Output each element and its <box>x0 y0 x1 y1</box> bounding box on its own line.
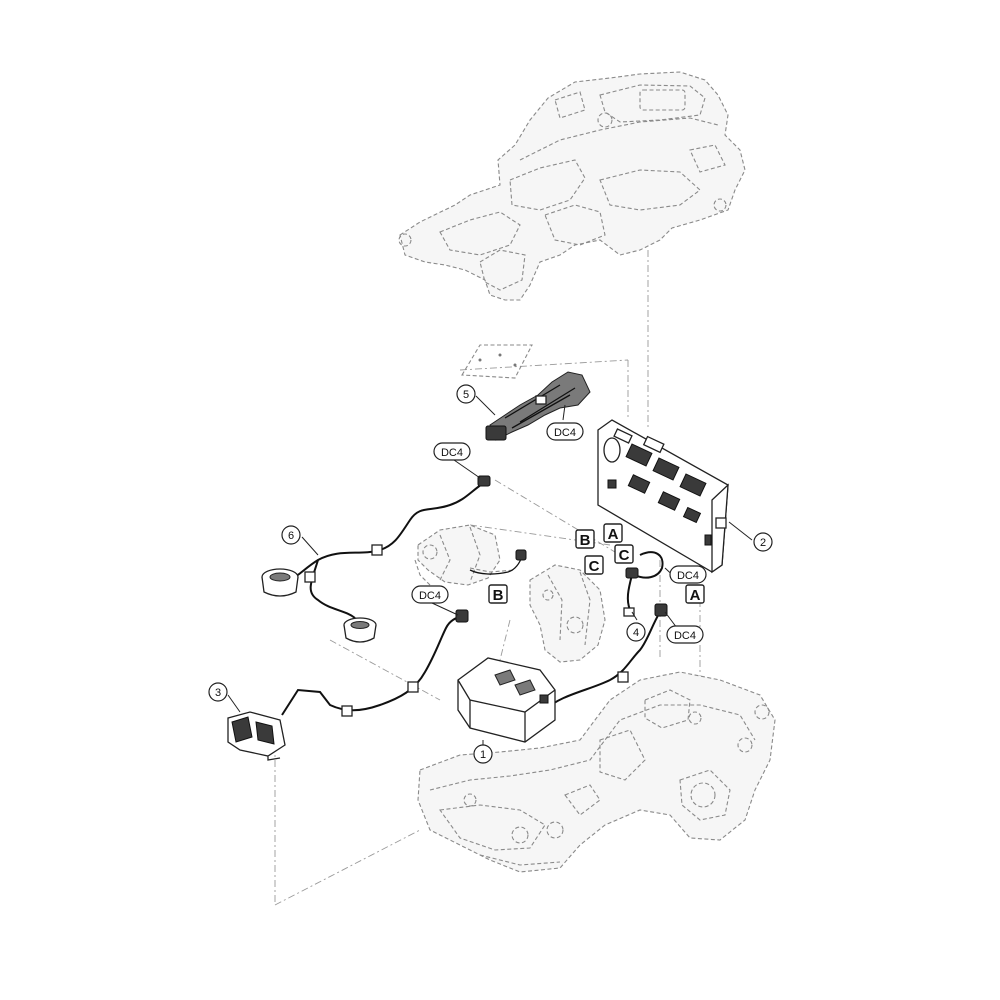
dc4-label-top-left-text: DC4 <box>441 447 463 459</box>
dc4-label-top-left: DC4 <box>433 442 471 461</box>
part-5-ribbon-assembly <box>461 344 591 441</box>
letter-c-mid-text: C <box>589 558 600 575</box>
letter-a-low-text: A <box>690 587 701 604</box>
dc4-label-ribbon: DC4 <box>546 422 584 441</box>
callout-1-text: 1 <box>480 749 486 761</box>
letter-a-board-text: A <box>608 526 619 543</box>
part-6-harness <box>261 475 491 643</box>
dc4-label-right-lower: DC4 <box>666 625 704 644</box>
callout-1: 1 <box>473 744 493 764</box>
callout-4-text: 4 <box>633 627 639 639</box>
letter-b-low-text: B <box>493 587 504 604</box>
dc4-label-right-upper-text: DC4 <box>677 570 699 582</box>
sensor-cup-upper <box>261 568 299 597</box>
dc4-label-mid-left-text: DC4 <box>419 590 441 602</box>
letter-b-board: B <box>575 529 595 549</box>
callout-6-text: 6 <box>288 530 294 542</box>
part-1-battery <box>457 657 556 743</box>
letter-c-board: C <box>614 544 634 564</box>
letter-a-board: A <box>603 523 623 543</box>
base-chassis-ghost <box>417 671 776 873</box>
letter-b-low: B <box>488 584 508 604</box>
battery-to-board-cable <box>544 603 668 711</box>
callout-5-text: 5 <box>463 389 469 401</box>
motor-ghost-center <box>529 564 606 663</box>
callout-6: 6 <box>281 525 301 545</box>
part-4-loop-cable <box>623 551 664 617</box>
top-cover-ghost <box>398 71 746 301</box>
callout-4: 4 <box>626 622 646 642</box>
part-3-connector-block <box>227 711 286 761</box>
left-harness-cable <box>281 609 469 717</box>
dc4-label-right-upper: DC4 <box>669 565 707 584</box>
callout-5: 5 <box>456 384 476 404</box>
letter-c-board-text: C <box>619 547 630 564</box>
part-2-control-board <box>597 419 729 574</box>
dc4-label-ribbon-text: DC4 <box>554 427 576 439</box>
dc4-label-mid-left: DC4 <box>411 585 449 604</box>
sensor-cup-lower <box>343 617 377 643</box>
callout-2-text: 2 <box>760 537 766 549</box>
dc4-label-right-lower-text: DC4 <box>674 630 696 642</box>
callout-3: 3 <box>208 682 228 702</box>
motor-ghost-left <box>414 524 516 586</box>
callout-2: 2 <box>753 532 773 552</box>
letter-b-board-text: B <box>580 532 591 549</box>
letter-c-mid: C <box>584 555 604 575</box>
callout-3-text: 3 <box>215 687 221 699</box>
motor-wire <box>469 549 527 575</box>
letter-a-low: A <box>685 584 705 604</box>
